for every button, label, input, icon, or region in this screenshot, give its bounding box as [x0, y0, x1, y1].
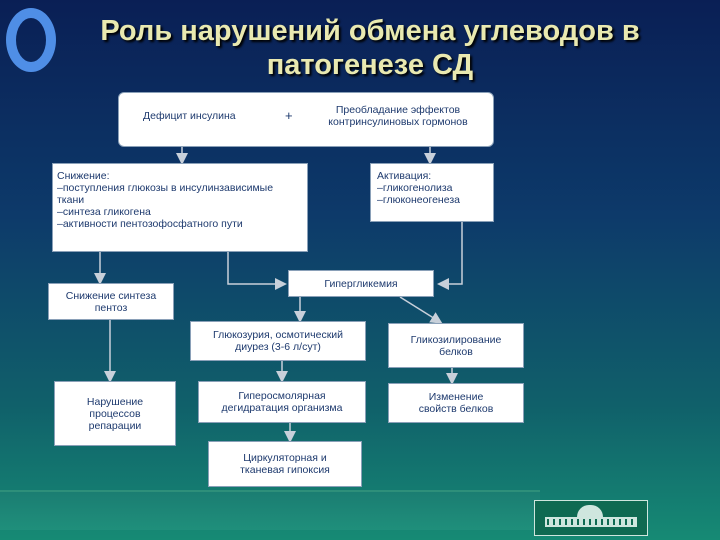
- dehydration-box: Гиперосмолярная дегидратация организма: [198, 381, 366, 423]
- pentose-line-1: Снижение синтеза: [65, 289, 157, 302]
- pentose-line-2: пентоз: [94, 301, 128, 314]
- glycosylation-line-1: Гликозилирование: [410, 333, 502, 346]
- repair-line-3: репарации: [88, 419, 142, 432]
- decrease-line-4: –синтеза гликогена: [57, 206, 151, 218]
- footer-band: [0, 490, 540, 530]
- repair-line-1: Нарушение: [86, 395, 144, 408]
- building-logo-icon: [534, 500, 648, 536]
- protein-change-box: Изменение свойств белков: [388, 383, 524, 423]
- contra-hormones-label: Преобладание эффектов контринсулиновых г…: [303, 104, 493, 128]
- decrease-line-5: –активности пентозофосфатного пути: [57, 218, 243, 230]
- plus-sign: +: [285, 108, 293, 123]
- pentose-box: Снижение синтеза пентоз: [48, 283, 174, 320]
- decrease-line-3: ткани: [57, 194, 85, 206]
- top-causes-box: Дефицит инсулина + Преобладание эффектов…: [118, 92, 494, 147]
- arrow-decrease-to-hyper: [227, 252, 287, 290]
- glucosuria-line-2: диурез (3-6 л/сут): [235, 341, 321, 353]
- glycosylation-line-2: белков: [439, 345, 473, 358]
- decorative-ring: [6, 8, 56, 72]
- contra-line-1: Преобладание эффектов: [335, 104, 461, 116]
- hyperglycemia-label: Гипергликемия: [324, 277, 398, 290]
- repair-box: Нарушение процессов репарации: [54, 381, 176, 446]
- arrow-activation-to-hyper: [437, 222, 463, 290]
- protein-change-line-1: Изменение: [428, 391, 484, 403]
- arrow-hyper-to-glycosylation: [399, 296, 443, 324]
- hypoxia-line-2: тканевая гипоксия: [240, 464, 330, 476]
- glycosylation-box: Гликозилирование белков: [388, 323, 524, 368]
- activation-line-2: –гликогенолиза: [377, 182, 453, 194]
- glucosuria-box: Глюкозурия, осмотический диурез (3-6 л/с…: [190, 321, 366, 361]
- decrease-line-2: –поступления глюкозы в инсулинзависимые: [57, 182, 274, 194]
- decrease-box: Снижение: –поступления глюкозы в инсулин…: [52, 163, 308, 252]
- insulin-deficiency-label: Дефицит инсулина: [143, 110, 236, 122]
- contra-line-2: контринсулиновых гормонов: [328, 116, 468, 128]
- title-line-1: Роль нарушений обмена углеводов в: [100, 15, 640, 47]
- protein-change-line-2: свойств белков: [418, 403, 494, 415]
- hypoxia-box: Циркуляторная и тканевая гипоксия: [208, 441, 362, 487]
- activation-box: Активация: –гликогенолиза –глюконеогенез…: [370, 163, 494, 222]
- hyperglycemia-box: Гипергликемия: [288, 270, 434, 297]
- glucosuria-line-1: Глюкозурия, осмотический: [212, 329, 344, 341]
- slide-title: Роль нарушений обмена углеводов в патоге…: [40, 14, 700, 82]
- title-line-2: патогенезе СД: [266, 49, 474, 81]
- decrease-line-1: Снижение:: [57, 170, 110, 182]
- repair-line-2: процессов: [89, 407, 141, 420]
- activation-line-1: Активация:: [377, 170, 432, 182]
- hypoxia-line-1: Циркуляторная и: [243, 452, 327, 464]
- dehydration-line-1: Гиперосмолярная: [238, 390, 326, 402]
- activation-line-3: –глюконеогенеза: [377, 194, 460, 206]
- dehydration-line-2: дегидратация организма: [221, 402, 343, 414]
